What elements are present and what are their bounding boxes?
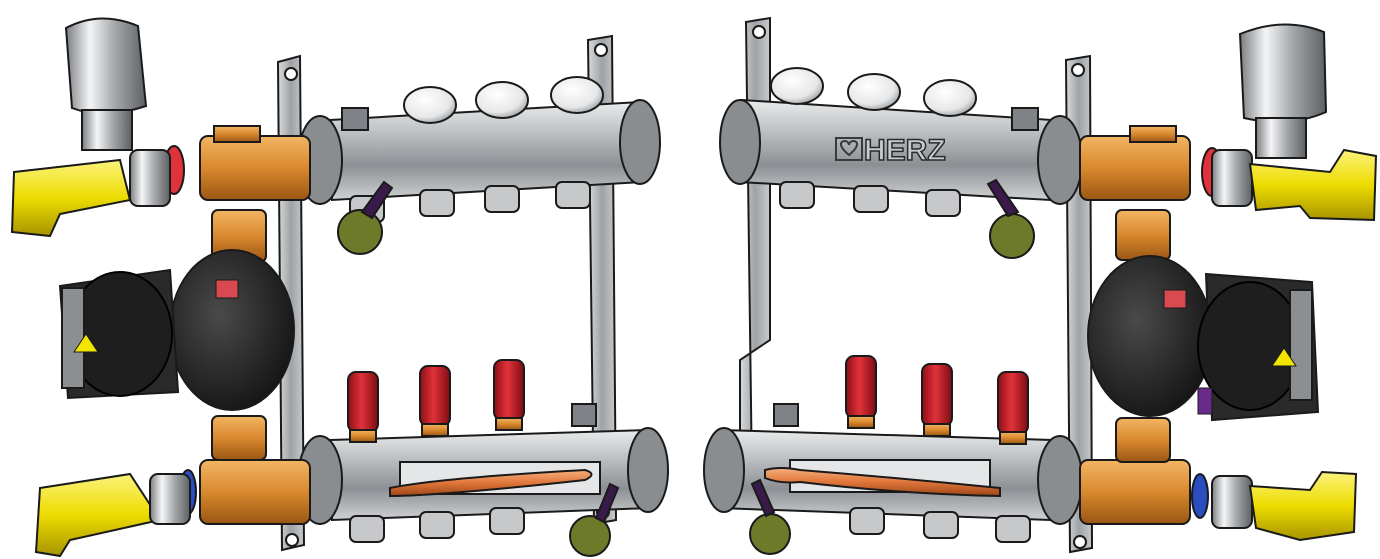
left-yellow-fittings: [10, 149, 191, 558]
right-manifold: HERZ: [703, 16, 1378, 555]
brand-logo-text: HERZ: [864, 134, 946, 167]
right-bottom-manifold-bar: [703, 355, 1083, 555]
left-bottom-outlets: [349, 507, 525, 543]
right-top-outlets: [779, 181, 961, 217]
right-bottom-outlets: [849, 507, 1031, 543]
left-flow-meters: [347, 359, 525, 443]
left-brass-connectors: [163, 125, 311, 525]
right-flow-meters: [773, 355, 1029, 445]
right-bottom-drain-valve: [749, 478, 791, 555]
left-top-drain-valve: [337, 180, 394, 255]
left-thermostatic-head: [64, 17, 148, 151]
left-bottom-manifold-bar: [297, 359, 669, 557]
right-thermostatic-head: [1238, 23, 1328, 159]
left-bottom-drain-valve: [569, 403, 620, 557]
brand-logo: HERZ: [835, 133, 946, 168]
left-top-valve-caps: [341, 76, 604, 131]
left-circulation-pump: [58, 249, 295, 411]
right-top-valve-caps: [770, 67, 1039, 131]
right-yellow-fittings: [1211, 148, 1378, 542]
left-manifold: [10, 17, 669, 558]
right-circulation-pump: [1087, 255, 1320, 422]
right-top-drain-valve: [986, 178, 1035, 259]
right-top-manifold-bar: HERZ: [719, 67, 1083, 259]
left-top-manifold-bar: [297, 76, 661, 255]
